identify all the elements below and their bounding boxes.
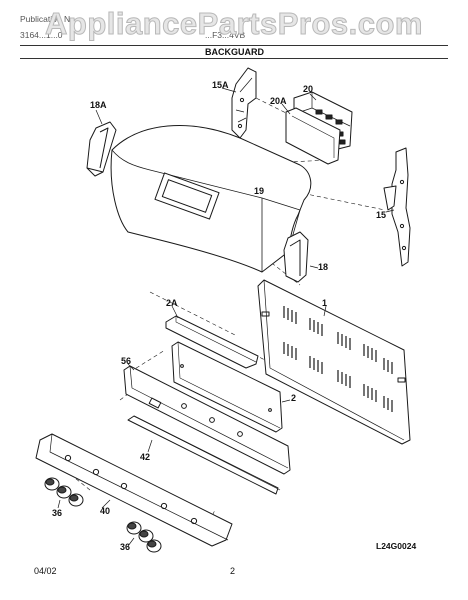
- callout-18A: 18A: [90, 100, 107, 110]
- callout-leader-42: [147, 439, 153, 453]
- callout-leader-2A: [171, 305, 179, 319]
- heat-shield-part-2: [171, 341, 283, 433]
- callout-leader-20A: [281, 103, 291, 115]
- header-rule-bottom: [20, 58, 448, 59]
- top-shield-part-2A: [165, 315, 259, 369]
- publication-label: Publication N: [20, 14, 71, 24]
- callout-leader-36b: [127, 537, 135, 547]
- callout-leader-18A: [95, 109, 103, 125]
- publication-number: 3164...1...0: [20, 30, 63, 40]
- diagram-code: L24G0024: [376, 541, 417, 551]
- callout-20A: 20A: [270, 96, 287, 106]
- callout-2: 2: [291, 393, 297, 403]
- rear-panel-vents: [283, 306, 393, 412]
- bracket-left-part-15A: [231, 67, 257, 139]
- callout-18: 18: [318, 262, 329, 272]
- end-cap-left-part-18A: [86, 121, 117, 177]
- callout-42: 42: [140, 452, 151, 462]
- callout-leader-15A: [221, 87, 237, 93]
- callout-36-left: 36: [52, 508, 63, 518]
- callout-36-right: 36: [120, 542, 131, 552]
- callout-1: 1: [322, 298, 328, 308]
- callout-leader-40: [101, 499, 111, 509]
- model-number: ...F3...4VB: [205, 30, 246, 40]
- callout-15A: 15A: [212, 80, 229, 90]
- callout-2A: 2A: [166, 298, 178, 308]
- callout-20: 20: [303, 84, 314, 94]
- callout-leader-20: [309, 93, 317, 101]
- knob-group-left-part-36: [44, 477, 84, 507]
- footer-date: 04/02: [34, 566, 57, 576]
- end-cap-right-part-18: [283, 231, 309, 283]
- backguard-panel-part-19: [110, 125, 312, 273]
- callout-19: 19: [254, 186, 265, 196]
- callout-56: 56: [121, 356, 132, 366]
- rail-part-42: [127, 415, 281, 495]
- callout-leader-1: [323, 305, 327, 317]
- callout-leader-36a: [57, 499, 61, 509]
- knob-group-right-part-36: [126, 521, 162, 553]
- callout-leader-2: [281, 399, 291, 403]
- footer-page-number: 2: [230, 566, 236, 576]
- control-panel-part-40: [35, 433, 233, 547]
- overlay-part-20A: [285, 107, 341, 165]
- header-rule-top: [20, 45, 448, 46]
- callout-40: 40: [100, 506, 111, 516]
- callout-leader-56: [127, 363, 135, 371]
- rear-panel-part-1: [257, 279, 411, 445]
- bracket-right-part-15: [383, 147, 411, 267]
- section-title: BACKGUARD: [205, 47, 264, 57]
- callout-leader-15: [385, 209, 395, 213]
- callout-15: 15: [376, 210, 387, 220]
- callout-leader-18: [309, 265, 319, 269]
